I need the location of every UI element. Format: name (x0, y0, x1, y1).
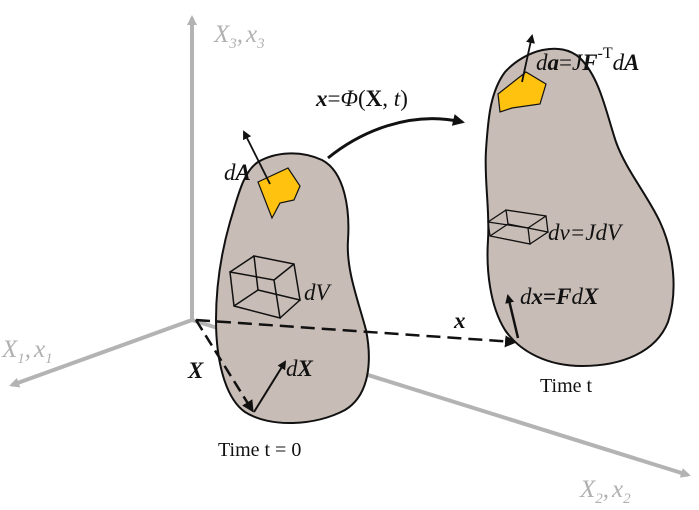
reference-line-element-arrow (253, 360, 287, 413)
mapping-arrow (327, 114, 465, 160)
axis-x2-label: X2,x2 (579, 476, 631, 507)
position-vector-x (195, 318, 517, 348)
axis-x1-label: X1,x1 (1, 336, 53, 367)
reference-line-element-label: dX (286, 356, 314, 381)
mapping-label: x=Φ(X, t) (315, 86, 408, 111)
position-vector-x-label: x (453, 308, 466, 333)
reference-volume-cube (229, 255, 301, 320)
reference-volume-label: dV (304, 280, 333, 305)
current-caption: Time t (540, 375, 593, 397)
reference-area-label: dA (224, 160, 251, 185)
axis-x1-line (9, 318, 193, 388)
position-vector-X-label: X (187, 358, 204, 383)
current-line-element-arrow (505, 294, 520, 339)
current-area-patch (497, 71, 547, 113)
current-body (484, 47, 675, 368)
reference-body (214, 152, 370, 425)
current-area-label: da=JF-TdA (536, 45, 640, 75)
current-volume-cube (487, 209, 549, 245)
reference-normal-arrow (243, 130, 271, 185)
current-volume-label: dv=JdV (548, 220, 624, 245)
axis-x3-label: X3,x3 (213, 21, 265, 52)
current-line-element-label: dx=FdX (520, 284, 599, 309)
reference-caption: Time t = 0 (218, 439, 301, 461)
current-normal-arrow (521, 34, 535, 83)
